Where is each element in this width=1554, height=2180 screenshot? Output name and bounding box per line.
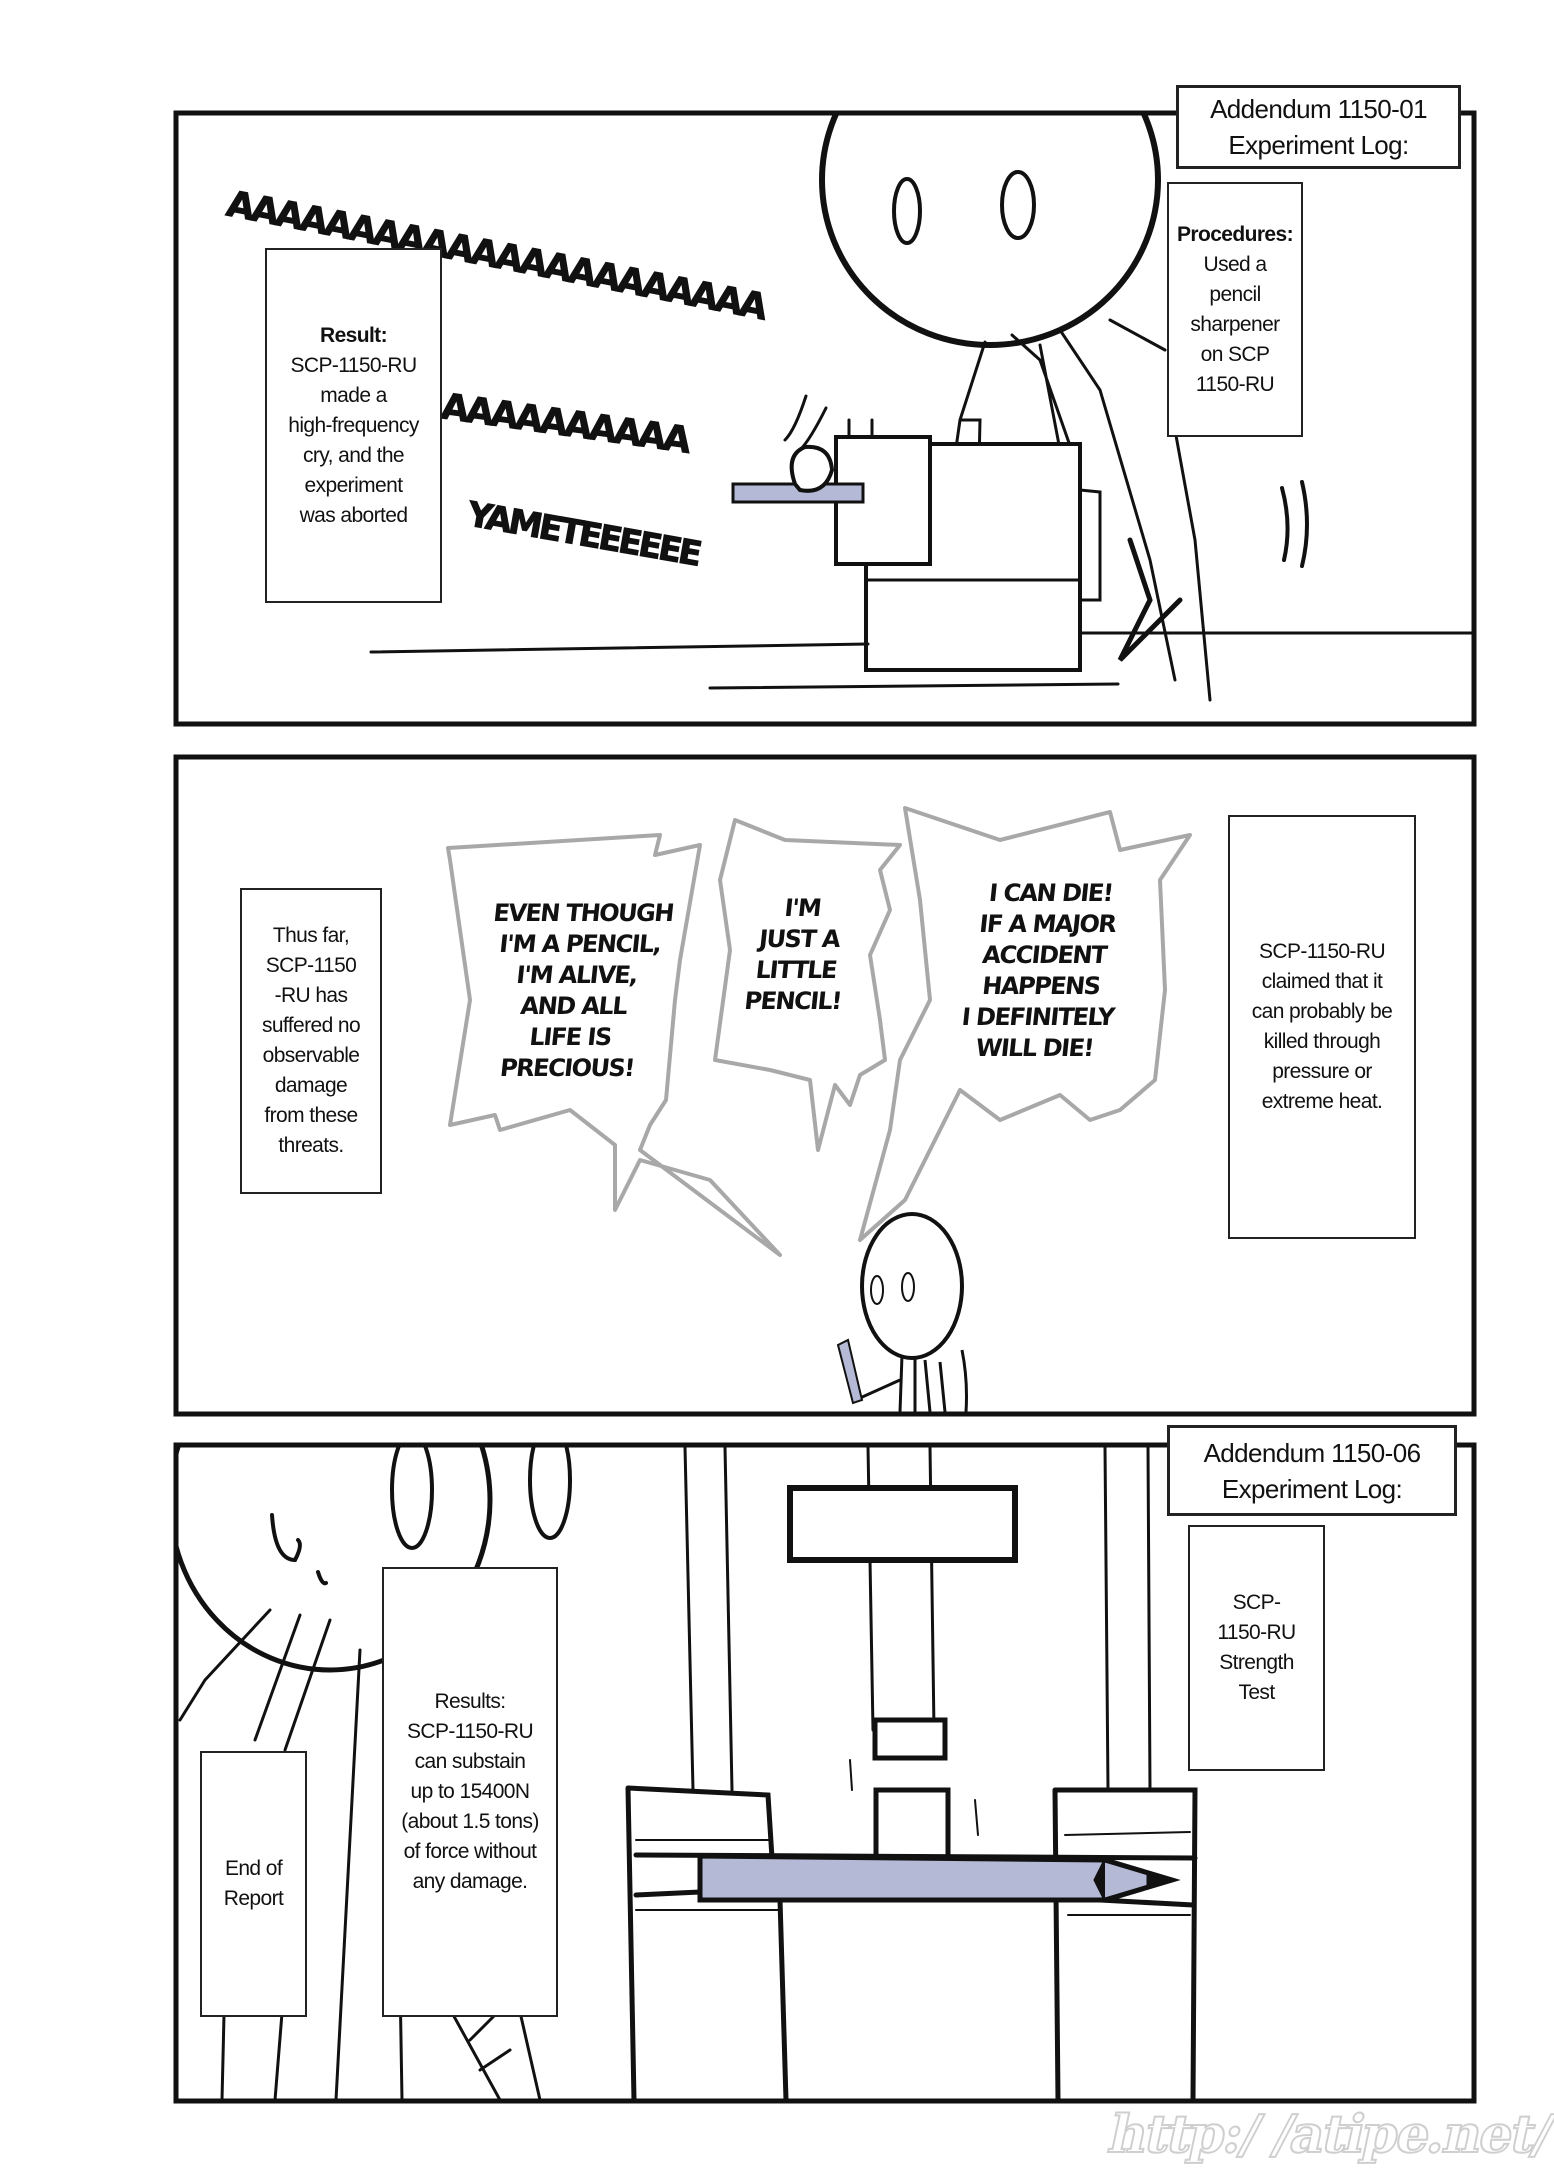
text-line: SCP-1150	[265, 954, 357, 977]
speech-bubble-2-text: I'M JUST A LITTLE PENCIL!	[728, 893, 866, 1017]
addendum-title-box-2: Addendum 1150-06 Experiment Log:	[1167, 1425, 1457, 1516]
text-line: up to 15400N	[410, 1780, 531, 1803]
text-line: damage	[274, 1074, 348, 1097]
panel-2-border	[173, 754, 1477, 1417]
text-line: extreme heat.	[1261, 1090, 1383, 1113]
text-line: observable	[262, 1044, 360, 1067]
scientist-head	[819, 115, 1161, 348]
text-line: sharpener	[1190, 312, 1280, 336]
text-line: from these	[264, 1104, 358, 1127]
text-line: SCP-1150-RU	[406, 1720, 534, 1743]
text-line: Results:	[434, 1690, 506, 1713]
text-line: PRECIOUS!	[498, 1054, 636, 1082]
text-line: Strength	[1219, 1651, 1294, 1674]
text-line: EVEN THOUGH	[492, 899, 675, 927]
text-line: Report	[223, 1887, 284, 1910]
text-line: Thus far,	[272, 924, 350, 947]
text-line: LITTLE	[754, 956, 838, 984]
end-of-report-box: End of Report	[200, 1751, 307, 2017]
text-line: JUST A	[757, 925, 841, 953]
text-line: Test	[1238, 1681, 1275, 1704]
text-line: Used a	[1203, 252, 1268, 276]
text-line: I DEFINITELY	[960, 1003, 1115, 1031]
panel-3-border	[173, 1442, 1477, 2104]
text-line: was aborted	[299, 503, 408, 527]
text-line: on SCP	[1200, 342, 1270, 366]
text-line: high-frequency	[288, 413, 419, 437]
addendum-title: Addendum 1150-01	[1210, 94, 1427, 124]
text-line: made a	[320, 383, 387, 407]
text-line: cry, and the	[303, 443, 405, 467]
panel-2	[173, 754, 1477, 1417]
pencil	[697, 1853, 1181, 1903]
text-line: SCP-	[1232, 1591, 1281, 1614]
text-line: I'M	[783, 894, 822, 922]
text-line: SCP-1150-RU	[1258, 940, 1386, 963]
text-line: I'M A PENCIL,	[497, 930, 662, 958]
text-line: IF A MAJOR	[978, 910, 1117, 938]
text-line: claimed that it	[1261, 970, 1383, 993]
text-line: experiment	[304, 473, 403, 497]
text-line: 1150-RU	[1217, 1621, 1296, 1644]
addendum-subtitle: Experiment Log:	[1228, 130, 1409, 160]
text-line: can probably be	[1251, 1000, 1393, 1023]
scientist-head	[178, 1447, 493, 1673]
test-name-box: SCP- 1150-RU Strength Test	[1188, 1525, 1325, 1771]
text-line: I'M ALIVE,	[515, 961, 639, 989]
text-line: -RU has	[274, 984, 348, 1007]
text-line: threats.	[278, 1134, 344, 1157]
text-line: ACCIDENT	[980, 941, 1108, 969]
addendum-title-box-1: Addendum 1150-01 Experiment Log:	[1176, 85, 1461, 169]
result-heading: Result:	[320, 323, 388, 347]
procedures-box: Procedures: Used a pencil sharpener on S…	[1167, 182, 1303, 437]
text-line: SCP-1150-RU	[290, 353, 417, 377]
text-line: of force without	[403, 1840, 537, 1863]
left-note-box: Thus far, SCP-1150 -RU has suffered no o…	[240, 888, 382, 1194]
press-head	[787, 1485, 1018, 1563]
speech-bubble-3-text: I CAN DIE! IF A MAJOR ACCIDENT HAPPENS I…	[930, 878, 1155, 1064]
text-line: killed through	[1263, 1030, 1381, 1053]
result-box: Result: SCP-1150-RU made a high-frequenc…	[265, 248, 442, 603]
text-line: (about 1.5 tons)	[401, 1810, 539, 1833]
text-line: 1150-RU	[1195, 372, 1275, 396]
watermark: http:/ /atipe.net/	[1103, 2103, 1554, 2166]
text-line: AND ALL	[519, 992, 628, 1020]
text-line: LIFE IS	[528, 1023, 613, 1051]
speech-bubble-1-text: EVEN THOUGH I'M A PENCIL, I'M ALIVE, AND…	[460, 898, 690, 1084]
scream-sfx-2: AAAAAAAAAA	[439, 386, 694, 462]
yamete-sfx: YAMETEEEEEE	[463, 494, 702, 574]
panel-3	[173, 1442, 1477, 2104]
text-line: any damage.	[412, 1870, 528, 1893]
right-note-box: SCP-1150-RU claimed that it can probably…	[1228, 815, 1416, 1239]
small-pencil	[836, 1338, 864, 1405]
text-line: PENCIL!	[743, 987, 843, 1015]
procedures-heading: Procedures:	[1177, 222, 1294, 246]
text-line: pencil	[1209, 282, 1261, 306]
addendum-title: Addendum 1150-06	[1203, 1437, 1421, 1468]
text-line: End of	[224, 1857, 283, 1880]
text-line: I CAN DIE!	[987, 879, 1114, 907]
speech-bubble-1	[446, 833, 782, 1257]
small-scientist-head	[860, 1212, 964, 1360]
text-line: suffered no	[261, 1014, 361, 1037]
text-line: WILL DIE!	[974, 1034, 1095, 1062]
text-line: pressure or	[1272, 1060, 1372, 1083]
addendum-subtitle: Experiment Log:	[1221, 1473, 1403, 1504]
speech-bubble-2	[713, 818, 902, 1152]
text-line: HAPPENS	[980, 972, 1101, 1000]
text-line: can substain	[414, 1750, 526, 1773]
panel-1-border	[173, 110, 1477, 727]
results-box: Results: SCP-1150-RU can substain up to …	[382, 1567, 558, 2017]
speech-bubble-3	[858, 806, 1192, 1242]
